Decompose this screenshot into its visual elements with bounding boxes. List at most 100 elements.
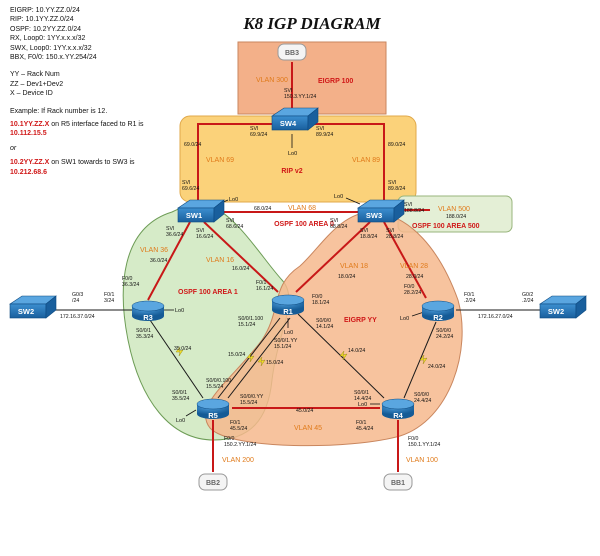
address-line: 15.0/24	[228, 352, 245, 358]
address-line: 15.1/24	[238, 322, 255, 328]
link-sw4-sw3	[312, 123, 385, 202]
router-r1[interactable]: R1	[271, 294, 305, 316]
addr-net89: 89.0/24	[388, 142, 405, 148]
lo0-sw3: Lo0	[334, 194, 343, 200]
area-eigrp100: EIGRP 100	[318, 78, 353, 85]
legend-key-line: YY – Rack Num	[10, 71, 60, 79]
address-line: S0/0/0	[316, 318, 331, 324]
switch-sw2-left[interactable]: SW2	[9, 295, 57, 319]
router-r4[interactable]: R4	[381, 398, 415, 420]
address-line: SVI	[330, 218, 338, 224]
router-r2[interactable]: R2	[421, 300, 455, 322]
vlan-18: VLAN 18	[340, 263, 368, 270]
addr-sw2l-g03: G0/3/24	[72, 292, 83, 304]
address-line: 35.0/24	[174, 346, 191, 352]
legend-line: BBX, F0/0: 150.x.YY.254/24	[10, 54, 97, 62]
address-line: SVI	[196, 228, 204, 234]
address-line: SVI	[182, 180, 190, 186]
addr-net16: 16.0/24	[232, 266, 249, 272]
address-line: /24	[72, 298, 79, 304]
address-line: 172.16.37.0/24	[60, 314, 95, 320]
address-line: 45.4/24	[356, 426, 373, 432]
address-line: SVI	[404, 202, 412, 208]
address-line: F0/1	[104, 292, 114, 298]
legend: EIGRP: 10.YY.ZZ.0/24 RIP: 10.1YY.ZZ.0/24…	[10, 6, 182, 177]
addr-net15a: 15.0/24	[228, 352, 245, 358]
address-line: 18.8/24	[360, 234, 377, 240]
serial-bolt-r1-r4	[339, 350, 348, 361]
switch-sw2-right[interactable]: SW2	[539, 295, 587, 319]
legend-key-line: X – Device ID	[10, 90, 53, 98]
bb1-label: BB1	[391, 480, 405, 487]
address-line: 16.6/24	[196, 234, 213, 240]
serial-bolt-r1-r5a	[246, 352, 255, 363]
legend-line: EIGRP: 10.YY.ZZ.0/24	[10, 7, 80, 14]
address-line: 16.1/24	[256, 286, 273, 292]
switch-sw4[interactable]: SW4	[271, 107, 319, 131]
eigrp100-area	[237, 41, 387, 115]
address-line: 16.0/24	[232, 266, 249, 272]
lo0-sw4: Lo0	[288, 151, 297, 157]
r3-label: R3	[143, 313, 153, 322]
legend-example1-rest: on R5 interface faced to R1 is	[49, 121, 144, 129]
addr-net188: 188.0/24	[446, 214, 466, 220]
links	[147, 62, 430, 472]
lo-stub-sw3	[345, 197, 361, 205]
eigrp-yy-region	[205, 211, 463, 447]
vlan-68: VLAN 68	[288, 205, 316, 212]
sw3-label: SW3	[366, 211, 382, 220]
legend-line: RX, Loop0: 1YY.x.x.x/32	[10, 35, 86, 43]
link-sw4-sw1	[197, 123, 272, 202]
switch-sw3[interactable]: SW3	[357, 199, 405, 223]
address-line: 36.0/24	[150, 258, 167, 264]
legend-example1-value: 10.112.15.5	[10, 130, 47, 138]
router-r3[interactable]: R3	[131, 300, 165, 322]
address-line: SVI	[226, 218, 234, 224]
link-r3-r5	[149, 319, 204, 399]
address-line: 24.0/24	[428, 364, 445, 370]
area-ospf1: OSPF 100 AREA 1	[178, 289, 238, 296]
area-eigrp-yy: EIGRP YY	[344, 317, 377, 324]
address-line: SVI	[386, 228, 394, 234]
bb1-box: BB1	[383, 473, 413, 491]
address-line: S0/0/0	[414, 392, 429, 398]
address-line: 89.9/24	[316, 132, 333, 138]
address-line: 45.0/24	[296, 408, 313, 414]
legend-example-intro: Example: If Rack number is 12.	[10, 107, 108, 115]
addr-net36: 36.0/24	[150, 258, 167, 264]
address-line: SVI	[388, 180, 396, 186]
address-line: SVI	[360, 228, 368, 234]
legend-example2-value: 10.212.68.6	[10, 168, 47, 176]
legend-or: or	[10, 144, 17, 152]
address-line: 188.0/24	[446, 214, 466, 220]
address-line: F0/1	[230, 420, 240, 426]
switch-sw1[interactable]: SW1	[177, 199, 225, 223]
vlan-200: VLAN 200	[222, 457, 254, 464]
r4-label: R4	[393, 411, 403, 420]
address-line: F0/0	[312, 294, 322, 300]
address-line: 69.0/24	[184, 142, 201, 148]
link-sw1-r1	[203, 221, 279, 293]
address-line: 18.0/24	[338, 274, 355, 280]
router-r5[interactable]: R5	[196, 398, 230, 420]
address-line: F0/0	[224, 436, 234, 442]
address-line: SVI	[316, 126, 324, 132]
address-line: 150.3.YY.1/24	[284, 94, 316, 100]
address-line: 3/24	[104, 298, 114, 304]
bb3-label: BB3	[285, 50, 299, 57]
address-line: 36.3/24	[122, 282, 139, 288]
legend-line: OSPF: 10.2YY.ZZ.0/24	[10, 25, 82, 33]
address-line: 36.6/24	[166, 232, 183, 238]
